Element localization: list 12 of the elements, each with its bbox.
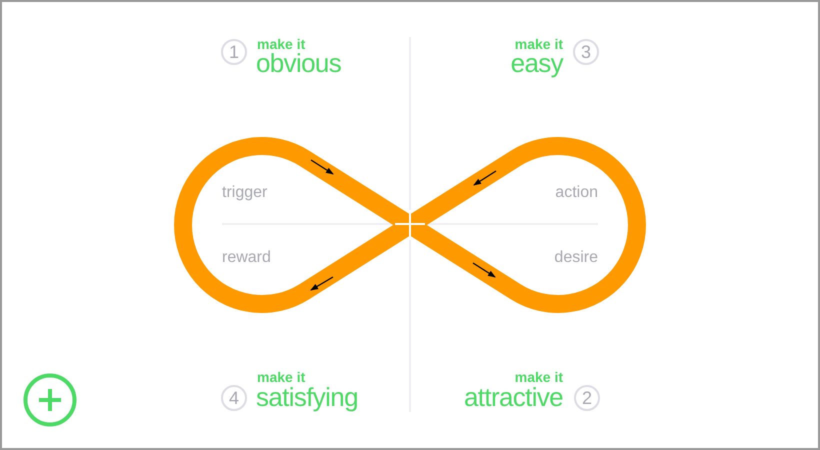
step-number: 3 bbox=[573, 39, 599, 65]
step-number: 1 bbox=[221, 39, 247, 65]
quadrant-label: reward bbox=[222, 248, 271, 268]
quadrant-label: action bbox=[555, 183, 598, 203]
step-number: 4 bbox=[221, 385, 247, 411]
heading-prefix: make it bbox=[257, 369, 306, 385]
heading-word: satisfying bbox=[256, 382, 358, 412]
quadrant-label: desire bbox=[554, 248, 598, 268]
heading-prefix: make it bbox=[514, 369, 563, 385]
step-number: 2 bbox=[574, 385, 600, 411]
heading-word: attractive bbox=[464, 382, 563, 412]
quadrant-label: trigger bbox=[222, 183, 268, 203]
